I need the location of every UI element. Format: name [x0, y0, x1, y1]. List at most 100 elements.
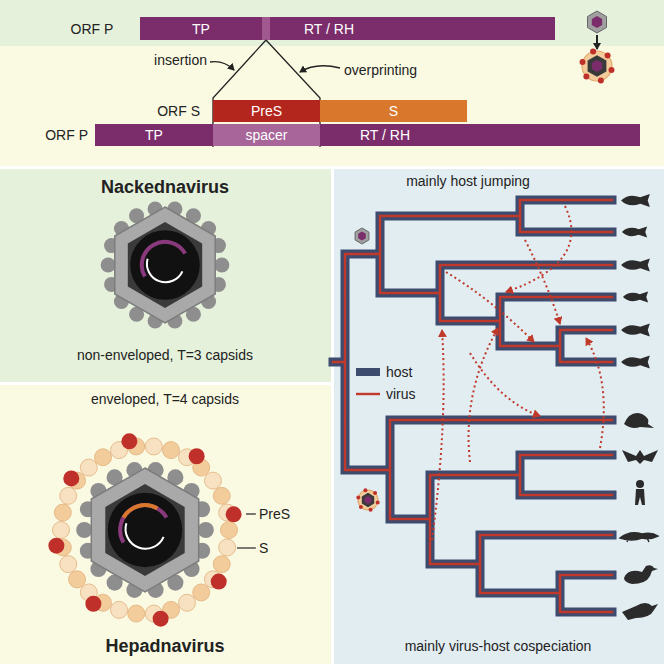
orf-divider	[262, 17, 270, 40]
hepadnavirus-icon	[598, 77, 604, 83]
s-protein	[53, 522, 70, 539]
pres-protein	[48, 538, 64, 554]
s-protein	[179, 594, 196, 611]
overprinting-arrow	[300, 66, 340, 72]
pres-protein	[153, 611, 169, 627]
s-protein	[80, 459, 97, 476]
protein-label: S	[259, 540, 268, 556]
panel-caption: non-enveloped, T=3 capsids	[77, 347, 253, 363]
orf-segment: TP	[140, 17, 262, 40]
hepadnavirus-icon	[365, 496, 372, 504]
nacked-panel	[0, 169, 331, 382]
insertion-lines	[213, 40, 320, 147]
s-protein	[60, 487, 77, 504]
leader-line	[237, 547, 256, 548]
hepadnavirus-icon	[590, 49, 596, 55]
capsid-knob	[198, 522, 214, 538]
s-protein	[111, 601, 128, 618]
insertion-arrow	[210, 62, 234, 70]
orf-segment: TP	[95, 124, 213, 146]
capsid-knob	[101, 257, 116, 272]
capsid-knob	[214, 257, 229, 272]
panel: Nackednavirus non-enveloped, T=3 capsids	[0, 169, 331, 382]
genome-strand	[126, 523, 164, 549]
capsid	[76, 462, 214, 598]
orf-segment: S	[320, 100, 467, 122]
hepadnavirus-icon	[356, 495, 360, 499]
hepadnavirus-icon	[359, 505, 363, 509]
protein-label: PreS	[259, 506, 290, 522]
s-protein	[193, 584, 210, 601]
host-silhouettes	[620, 194, 658, 620]
legend-text: virus	[386, 386, 416, 402]
leader-line	[246, 513, 256, 514]
virus-name: Hepadnavirus	[105, 636, 224, 657]
capsid-inner	[128, 222, 202, 308]
capsid-knob	[76, 522, 92, 538]
orf-segment: PreS	[213, 100, 320, 122]
legend-text: host	[386, 364, 412, 380]
orf-label: ORF P	[71, 21, 114, 37]
nackednavirus-icon	[588, 11, 607, 33]
s-protein	[213, 556, 230, 573]
hepadnavirus-icon	[582, 51, 612, 81]
virus-sample	[356, 393, 380, 395]
s-protein	[162, 442, 179, 459]
s-protein	[221, 522, 238, 539]
orf-segment: RT / RH	[270, 17, 555, 40]
nackednavirus-icon	[355, 228, 369, 244]
panel-caption: mainly host jumping	[406, 173, 530, 189]
host-jumps	[432, 206, 604, 540]
hepadnavirus-icon	[369, 508, 373, 512]
hepadnavirus-icon	[376, 501, 380, 505]
genome-strand	[147, 259, 182, 283]
s-protein	[54, 504, 71, 521]
segment-label: RT / RH	[360, 127, 410, 143]
hepadnavirus-icon	[605, 52, 611, 58]
hepadnavirus-icon	[363, 488, 367, 492]
capsid-shell	[115, 207, 215, 323]
top-band	[0, 0, 664, 46]
orf-band	[0, 46, 664, 166]
segment-label: S	[389, 103, 398, 119]
hepadnavirus-icon	[583, 74, 589, 80]
capsid	[101, 201, 230, 328]
hepadna-panel	[0, 385, 331, 664]
panel: enveloped, T=4 capsidsHepadnavirus	[0, 385, 331, 664]
s-protein	[213, 487, 230, 504]
maturation-arrow	[596, 35, 598, 49]
hepadnavirus-icon	[592, 60, 602, 72]
nackednavirus-icon	[592, 16, 602, 28]
note-label: insertion	[154, 52, 207, 68]
orf-label: ORF P	[45, 127, 88, 143]
capsid-core	[130, 230, 200, 300]
segment-label: RT / RH	[304, 21, 354, 37]
hepadnavirus-icon	[580, 59, 586, 65]
capsid-shell	[91, 468, 198, 592]
orf-segment: RT / RH	[320, 124, 640, 146]
pres-protein	[189, 448, 205, 464]
host-tree	[333, 200, 612, 612]
s-protein	[60, 556, 77, 573]
s-protein	[69, 571, 86, 588]
segment-label: PreS	[251, 103, 282, 119]
s-protein	[219, 539, 236, 556]
pres-protein	[63, 470, 79, 486]
s-gene	[124, 505, 158, 517]
panel-caption: mainly virus-host cospeciation	[405, 638, 592, 654]
s-protein	[128, 605, 145, 622]
pres-protein	[85, 596, 101, 612]
panel: mainly host jumping mainly virus-host cos…	[334, 169, 664, 664]
pres-protein	[211, 574, 227, 590]
hepadnavirus-icon	[588, 55, 607, 77]
hepadnavirus-icon	[362, 493, 374, 507]
s-protein	[145, 438, 162, 455]
tree-panel	[334, 169, 664, 664]
hepadnavirus-icon	[608, 67, 614, 73]
note-label: overprinting	[344, 62, 417, 78]
capsid-inner	[105, 484, 184, 576]
virus-name: Nackednavirus	[101, 177, 229, 198]
s-protein	[95, 449, 112, 466]
s-protein	[204, 472, 221, 489]
nackednavirus-icon	[358, 232, 366, 241]
